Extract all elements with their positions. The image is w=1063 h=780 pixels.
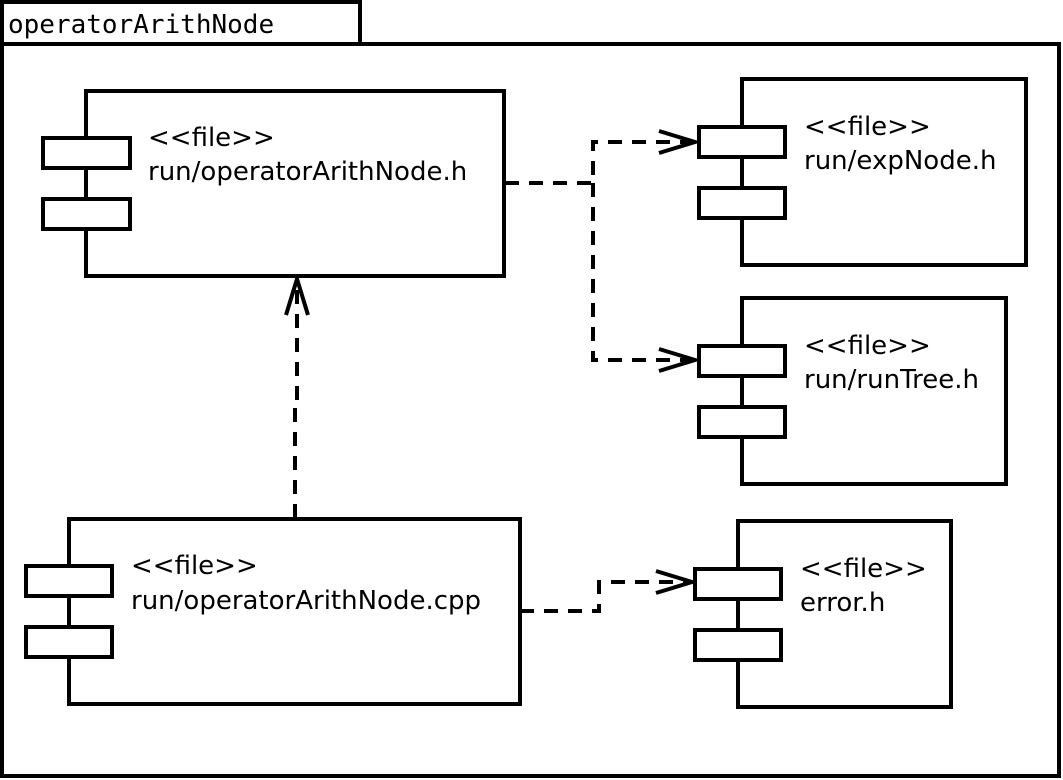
arrowhead-icon [284, 272, 310, 316]
component-port-icon [697, 405, 787, 439]
dependency-oparith-cpp-to-error-h [520, 569, 699, 613]
component-operatorarithnode-h: <<file>> run/operatorArithNode.h [41, 89, 506, 278]
component-stereotype: <<file>> [131, 551, 258, 581]
dependency-oparith-h-to-expnode-h [505, 129, 702, 185]
component-stereotype: <<file>> [800, 554, 927, 584]
dependency-line [293, 279, 299, 518]
dependency-arrows [284, 129, 702, 613]
component-box [740, 296, 1008, 486]
component-port-icon [697, 186, 787, 220]
dependency-oparith-cpp-to-oparith-h [284, 272, 310, 518]
component-stereotype: <<file>> [804, 331, 931, 361]
component-port-icon [24, 625, 114, 659]
component-port-icon [697, 344, 787, 378]
component-stereotype: <<file>> [804, 112, 931, 142]
component-stereotype: <<file>> [148, 123, 275, 153]
component-box [736, 519, 953, 709]
component-name: error.h [800, 588, 885, 618]
component-name: run/operatorArithNode.h [148, 157, 467, 187]
dependency-line [591, 183, 695, 362]
component-port-icon [693, 567, 783, 601]
arrowhead-icon [658, 129, 702, 155]
arrowhead-icon [655, 569, 699, 595]
component-name: run/operatorArithNode.cpp [131, 586, 481, 616]
dependency-line [505, 140, 695, 185]
component-port-icon [697, 125, 787, 159]
component-box [84, 89, 506, 278]
component-runtree-h: <<file>> run/runTree.h [697, 296, 1008, 486]
component-port-icon [24, 564, 114, 598]
component-name: run/runTree.h [804, 365, 979, 395]
component-port-icon [41, 136, 132, 170]
component-port-icon [41, 197, 132, 231]
dependency-oparith-h-to-runtree-h [591, 183, 702, 373]
component-box [740, 77, 1028, 267]
package-name: operatorArithNode [8, 10, 274, 40]
component-operatorarithnode-cpp: <<file>> run/operatorArithNode.cpp [24, 517, 522, 706]
component-expnode-h: <<file>> run/expNode.h [697, 77, 1028, 267]
component-name: run/expNode.h [804, 146, 996, 176]
component-box [67, 517, 522, 706]
dependency-line [520, 580, 692, 613]
component-port-icon [693, 628, 783, 662]
arrowhead-icon [658, 347, 702, 373]
component-error-h: <<file>> error.h [693, 519, 953, 709]
